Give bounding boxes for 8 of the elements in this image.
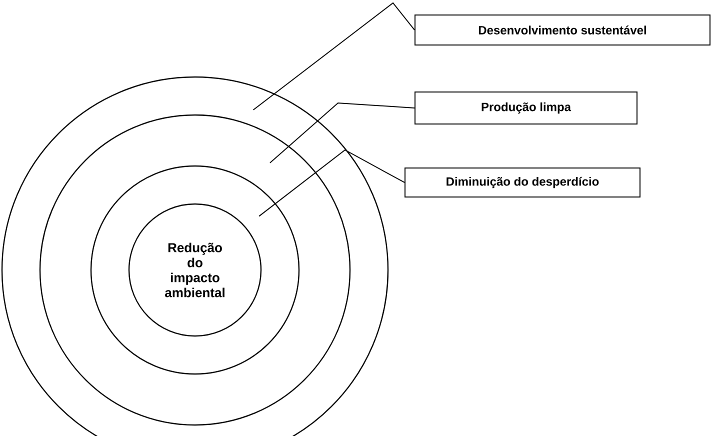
ring-circle (90, 165, 300, 375)
leader-line (269, 102, 415, 164)
leader-line (252, 2, 415, 110)
label-box: Desenvolvimento sustentável (414, 14, 710, 46)
ring-circle (39, 114, 351, 426)
label-box: Diminuição do desperdício (404, 168, 640, 198)
label-box: Produção limpa (414, 92, 638, 124)
leader-line (258, 149, 405, 217)
